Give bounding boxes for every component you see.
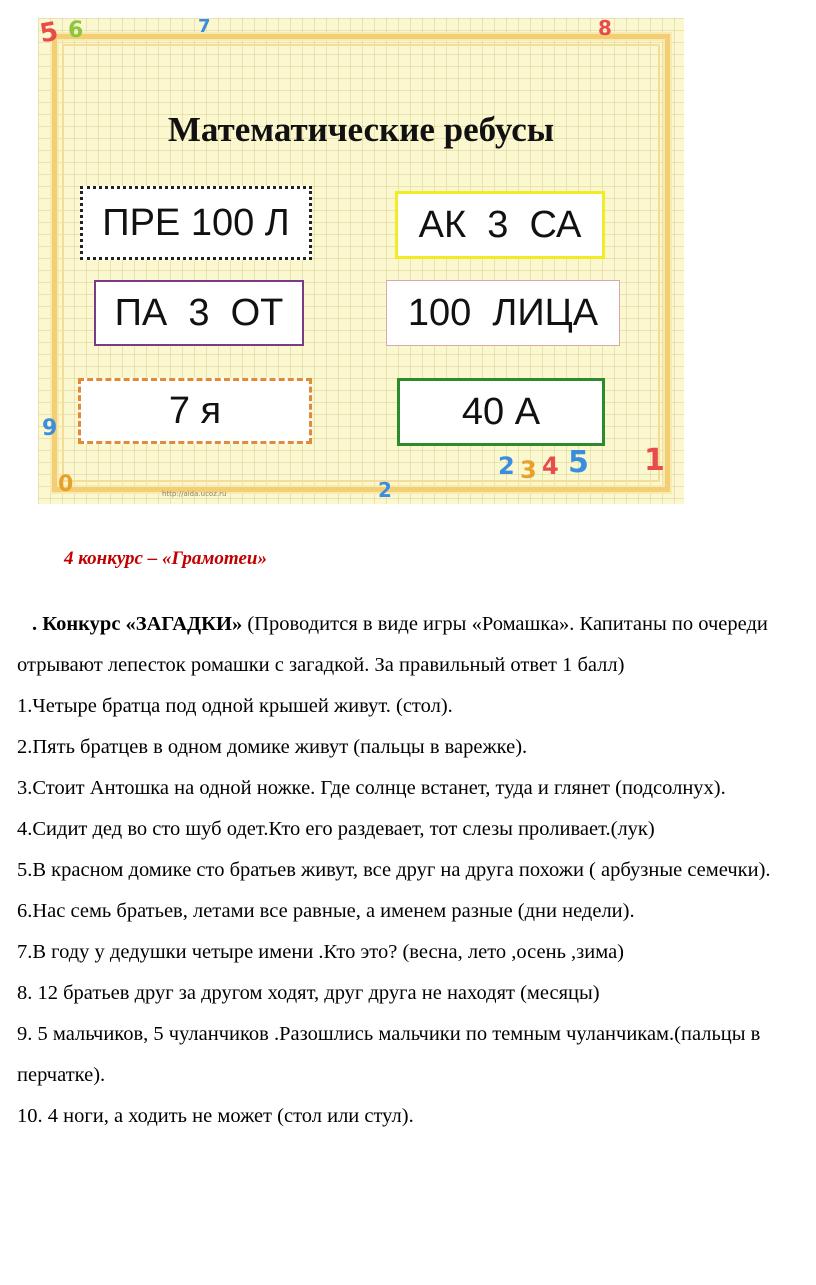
slide-source-url: http://aida.ucoz.ru xyxy=(162,490,227,498)
decorative-digit: 6 xyxy=(68,18,84,43)
riddle-item: 6.Нас семь братьев, летами все равные, а… xyxy=(17,900,635,922)
contest-heading: 4 конкурс – «Грамотеи» xyxy=(64,548,267,569)
riddle-item: 7.В году у дедушки четыре имени .Кто это… xyxy=(17,941,624,963)
riddle-item: 4.Сидит дед во сто шуб одет.Кто его разд… xyxy=(17,818,655,840)
rebus-card: ПА 3 ОТ xyxy=(94,280,304,346)
decorative-digit: 8 xyxy=(598,18,612,40)
riddle-item: 8. 12 братьев друг за другом ходят, друг… xyxy=(17,982,600,1004)
rebus-slide-image: 5 1 2 3 4 5 6 7 8 9 0 2 Математические р… xyxy=(38,18,684,504)
riddle-item: 9. 5 мальчиков, 5 чуланчиков .Разошлись … xyxy=(17,1023,761,1086)
riddle-item: 5.В красном домике сто братьев живут, вс… xyxy=(17,859,771,881)
rebus-card: АК 3 СА xyxy=(395,191,605,259)
decorative-digit: 5 xyxy=(568,445,589,480)
decorative-digit: 5 xyxy=(38,18,61,50)
rebus-card: 7 я xyxy=(78,378,312,444)
slide-frame xyxy=(52,34,670,492)
riddle-item: 10. 4 ноги, а ходить не может (стол или … xyxy=(17,1105,414,1127)
decorative-digit: 1 xyxy=(644,443,665,478)
rebus-card: 100 ЛИЦА xyxy=(386,280,620,346)
decorative-digit: 3 xyxy=(520,456,537,484)
rebus-card: 40 А xyxy=(397,378,605,446)
decorative-digit: 4 xyxy=(542,452,559,480)
decorative-digit: 7 xyxy=(198,18,211,37)
decorative-digit: 9 xyxy=(42,416,58,441)
riddle-item: 3.Стоит Антошка на одной ножке. Где солн… xyxy=(17,777,726,799)
riddles-intro-text: (Проводится в виде игры «Ромашка». Капит… xyxy=(17,613,768,676)
slide-frame-inner xyxy=(62,44,660,482)
decorative-digit: 0 xyxy=(58,472,74,497)
riddles-intro-bold: . Конкурс «ЗАГАДКИ» xyxy=(32,613,243,635)
riddles-intro: . Конкурс «ЗАГАДКИ» (Проводится в виде и… xyxy=(17,604,807,686)
riddle-item: 2.Пять братцев в одном домике живут (пал… xyxy=(17,736,528,758)
decorative-digit: 2 xyxy=(498,452,515,480)
riddle-item: 1.Четыре братца под одной крышей живут. … xyxy=(17,695,453,717)
slide-title: Математические ребусы xyxy=(167,110,555,149)
riddles-section: . Конкурс «ЗАГАДКИ» (Проводится в виде и… xyxy=(17,604,807,1137)
rebus-card: ПРЕ 100 Л xyxy=(80,186,312,260)
decorative-digit: 2 xyxy=(378,478,392,502)
